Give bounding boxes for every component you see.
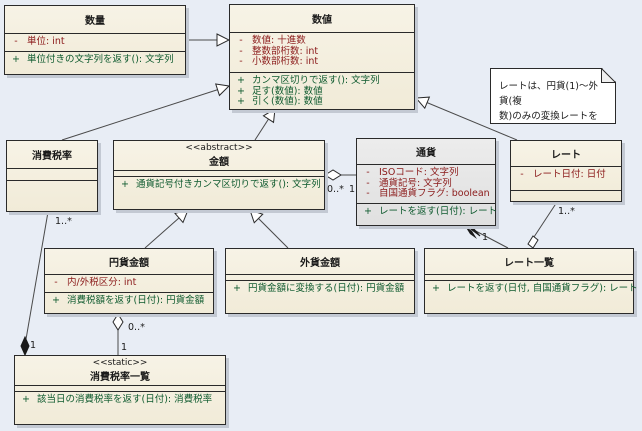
- multiplicity-label: 1: [30, 340, 37, 351]
- operation-section: +該当日の消費税率を返す(日付): 消費税率: [22, 394, 213, 405]
- class-shouhizeiritsuichiran[interactable]: <<static>> 消費税率一覧 +該当日の消費税率を返す(日付): 消費税率: [14, 355, 226, 425]
- class-name: 通貨: [357, 139, 495, 165]
- attribute-section: -内/外税区分: int: [45, 275, 213, 293]
- attribute-section: -単位: int: [5, 34, 185, 52]
- attribute-section: [425, 275, 633, 281]
- class-gaikakingaku[interactable]: 外貨金額 +円貨金額に変換する(日付): 円貨金額: [225, 248, 415, 314]
- composition-diamond-rateichiran: [465, 226, 477, 239]
- class-rateichiran[interactable]: レート一覧 +レートを返す(日付, 自国通貨フラグ): レート: [424, 248, 638, 314]
- multiplicity-label: 1: [482, 232, 489, 243]
- note-line: レートは、円貨(1)〜外貨(複: [499, 81, 598, 107]
- attribute-section: [114, 171, 324, 177]
- assoc-shouhizeiritsu-ichiran: [24, 211, 49, 346]
- gen-rate-suuchi: [416, 98, 518, 141]
- multiplicity-label: 1..*: [558, 206, 575, 217]
- attribute-row: -単位: int: [14, 36, 65, 47]
- operation-section: +レートを返す(日付, 自国通貨フラグ): レート: [432, 283, 638, 294]
- class-name-text: 消費税率一覧: [90, 372, 150, 383]
- class-kingaku[interactable]: <<abstract>> 金額 +通貨記号付きカンマ区切りで返す(): 文字列: [113, 140, 325, 210]
- empty-section: [7, 181, 97, 187]
- multiplicity-label: 1: [349, 184, 356, 195]
- attribute-section: -レート日付: 日付: [511, 167, 621, 191]
- class-suuchi[interactable]: 数値 -数値: 十進数 -整数部桁数: int -小数部桁数: int +カンマ…: [229, 4, 415, 110]
- multiplicity-label: 0..*: [128, 322, 145, 333]
- empty-section: [7, 169, 97, 181]
- class-shouhizeiritsu[interactable]: 消費税率: [6, 140, 98, 212]
- multiplicity-label: 0..*: [327, 184, 344, 195]
- operation-row: +単位付きの文字列を返す(): 文字列: [12, 53, 174, 65]
- class-enkakingaku[interactable]: 円貨金額 -内/外税区分: int +消費税額を返す(日付): 円貨金額: [44, 248, 214, 314]
- assoc-rate-rateichiran: [531, 201, 558, 241]
- class-name: 数量: [5, 6, 185, 34]
- attribute-section: -ISOコード: 文字列 -通貨記号: 文字列 -自国通貨フラグ: boolea…: [357, 165, 495, 204]
- stereotype: <<abstract>>: [185, 143, 253, 153]
- class-name: 円貨金額: [45, 249, 213, 275]
- class-name: <<static>> 消費税率一覧: [15, 356, 225, 386]
- attribute-section: [15, 386, 225, 392]
- multiplicity-label: 1: [121, 342, 128, 353]
- operation-section: +円貨金額に変換する(日付): 円貨金額: [233, 283, 405, 294]
- attribute-section: -数値: 十進数 -整数部桁数: int -小数部桁数: int: [230, 33, 414, 73]
- class-name: レート: [511, 141, 621, 167]
- stereotype: <<static>>: [92, 358, 148, 368]
- composition-diamond-rateichiran-2: [464, 223, 481, 237]
- aggregation-diamond-enka: [112, 313, 124, 331]
- class-suuryou[interactable]: 数量 -単位: int +単位付きの文字列を返す(): 文字列: [4, 5, 186, 75]
- class-name: レート一覧: [425, 249, 633, 275]
- composition-diamond-shouhizei: [20, 335, 30, 357]
- class-rate[interactable]: レート -レート日付: 日付: [510, 140, 622, 202]
- operation-section: +レートを返す(日付): レート: [364, 205, 498, 217]
- class-name: 数値: [230, 5, 414, 33]
- operation-section: +単位付きの文字列を返す(): 文字列: [5, 52, 185, 69]
- gen-enka-kingaku: [144, 210, 188, 249]
- class-name: <<abstract>> 金額: [114, 141, 324, 171]
- attribute-section: [226, 275, 414, 281]
- class-tsuuka[interactable]: 通貨 -ISOコード: 文字列 -通貨記号: 文字列 -自国通貨フラグ: boo…: [356, 138, 498, 226]
- aggregation-diamond-kingaku: [324, 169, 342, 181]
- class-name-text: 金額: [209, 157, 229, 168]
- operation-section: +消費税額を返す(日付): 円貨金額: [52, 294, 205, 306]
- class-name: 外貨金額: [226, 249, 414, 275]
- gen-gaika-kingaku: [250, 210, 289, 249]
- operation-section: +通貨記号付きカンマ区切りで返す(): 文字列: [121, 179, 321, 190]
- gen-kingaku-suuchi: [254, 109, 275, 141]
- operation-section: [511, 191, 621, 197]
- aggregation-diamond-rate: [527, 235, 539, 249]
- note[interactable]: レートは、円貨(1)〜外貨(複 数)のみの変換レートを持つ 前提: [490, 68, 616, 124]
- operation-section: +カンマ区切りで返す(): 文字列 +足す(数値): 数値 +引く(数値): 数…: [237, 75, 380, 107]
- class-name: 消費税率: [7, 141, 97, 169]
- note-fold-icon: [601, 68, 616, 83]
- gen-shouhizeiritsu-suuchi: [61, 86, 229, 141]
- multiplicity-label: 1..*: [55, 216, 72, 227]
